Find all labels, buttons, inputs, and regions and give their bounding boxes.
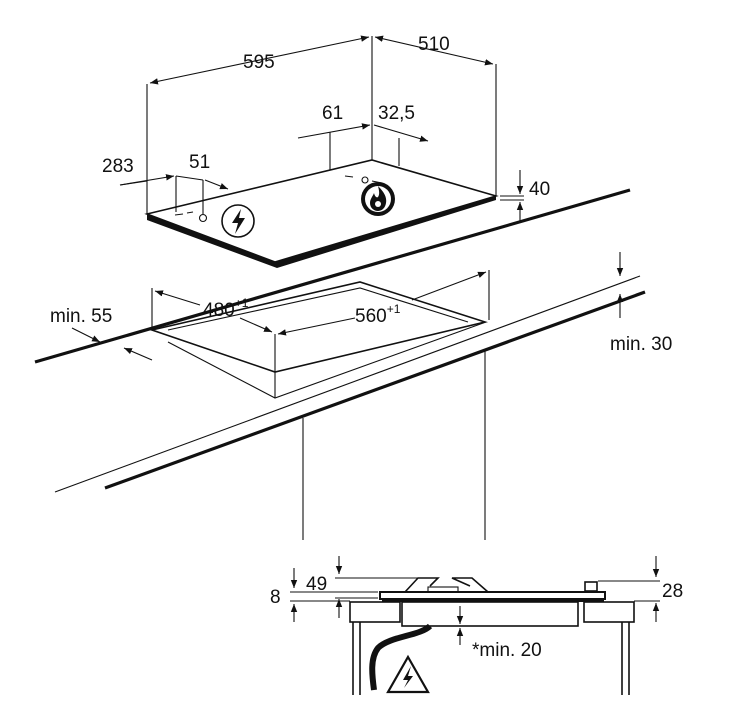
lightning-icon xyxy=(232,209,245,234)
dim-zone-gap-label: 51 xyxy=(189,152,210,173)
dim-28-label: 28 xyxy=(662,581,683,602)
worktop-thickness-label: min. 30 xyxy=(610,334,672,355)
worktop xyxy=(34,188,646,540)
electric-hazard-icon xyxy=(386,654,430,694)
clearance-below-label: *min. 20 xyxy=(472,640,542,661)
hob-glass-edge xyxy=(147,196,496,268)
dim-left-offset-label: 283 xyxy=(102,156,134,177)
front-clearance-label: min. 55 xyxy=(50,306,112,327)
dim-depth-label: 510 xyxy=(418,34,450,55)
flame-icon xyxy=(370,186,387,211)
electric-zone xyxy=(174,204,255,238)
cutout xyxy=(71,252,624,399)
cross-section xyxy=(290,556,660,695)
dim-8-label: 8 xyxy=(270,587,281,608)
dim-height-label: 40 xyxy=(529,179,550,200)
dim-width-label: 595 xyxy=(243,52,275,73)
cutout-depth-label: 480+1 xyxy=(203,296,249,321)
cutout-width-label: 560+1 xyxy=(355,302,401,327)
gas-zone xyxy=(344,175,395,216)
dim-center-left-label: 61 xyxy=(322,103,343,124)
dim-49-label: 49 xyxy=(306,574,327,595)
hob-perspective xyxy=(119,35,524,268)
dim-center-right-label: 32,5 xyxy=(378,103,415,124)
